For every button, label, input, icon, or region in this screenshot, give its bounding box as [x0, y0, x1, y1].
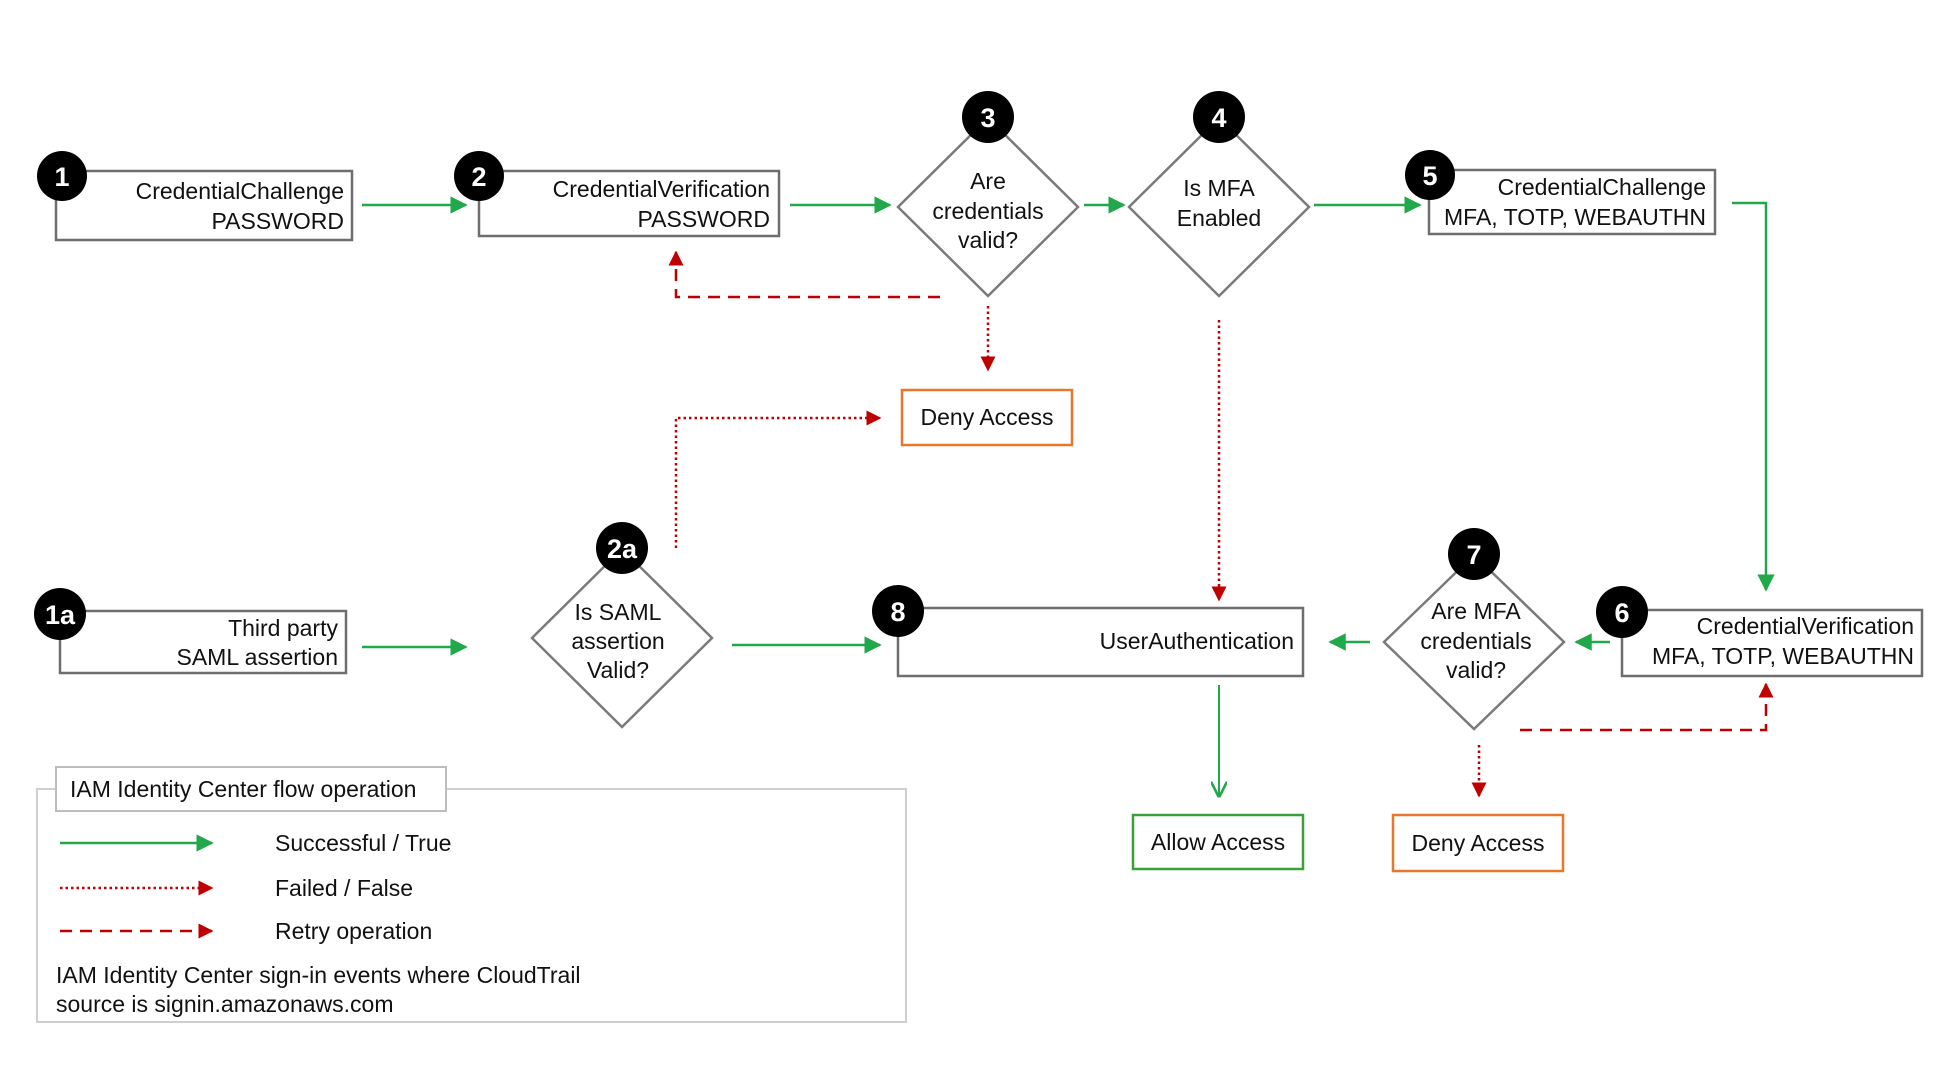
deny-bottom-label: Deny Access	[1412, 830, 1545, 856]
retry-3-to-2	[668, 250, 940, 299]
node-7-badge: 7	[1466, 540, 1481, 570]
node-6-badge: 6	[1614, 598, 1629, 628]
node-1-line1: CredentialChallenge	[136, 178, 344, 204]
step-badge	[962, 91, 1014, 143]
legend-note-line2: source is signin.amazonaws.com	[56, 991, 393, 1017]
node-8-line1: UserAuthentication	[1100, 628, 1294, 654]
retry-7-to-6	[1520, 682, 1774, 732]
node-1-line2: PASSWORD	[212, 208, 344, 234]
node-7-line1: Are MFA	[1431, 598, 1521, 624]
node-5-line1: CredentialChallenge	[1498, 174, 1706, 200]
node-4-line2: Enabled	[1177, 205, 1261, 231]
legend: IAM Identity Center flow operation Succe…	[36, 766, 907, 1023]
node-6-line2: MFA, TOTP, WEBAUTHN	[1652, 643, 1914, 669]
node-7-line2: credentials	[1420, 628, 1531, 654]
fail-2a-to-deny	[674, 410, 882, 548]
node-1a-badge: 1a	[45, 600, 76, 630]
connectors	[362, 196, 1775, 796]
allow-label: Allow Access	[1151, 829, 1285, 855]
node-2a-badge: 2a	[607, 534, 638, 564]
node-2a-line3: Valid?	[587, 657, 649, 683]
deny-access-top: Deny Access	[900, 388, 1074, 447]
step-badge	[1448, 528, 1500, 580]
node-2a-line1: Is SAML	[575, 599, 662, 625]
node-4-badge: 4	[1211, 103, 1226, 133]
node-3-line3: valid?	[958, 227, 1018, 253]
node-8-badge: 8	[890, 597, 905, 627]
legend-item-success: Successful / True	[275, 830, 451, 856]
step-badge	[596, 522, 648, 574]
node-1-badge: 1	[54, 162, 69, 192]
node-third-party-saml: Third party SAML assertion 1a	[34, 588, 348, 675]
node-1a-line2: SAML assertion	[177, 644, 339, 670]
node-3-line2: credentials	[932, 198, 1043, 224]
node-3-badge: 3	[980, 103, 995, 133]
step-badge	[37, 151, 87, 201]
node-5-badge: 5	[1422, 161, 1437, 191]
step-badge	[34, 588, 86, 640]
node-7-line3: valid?	[1446, 657, 1506, 683]
node-2a-line2: assertion	[571, 628, 664, 654]
legend-title: IAM Identity Center flow operation	[70, 776, 416, 802]
step-badge	[454, 151, 504, 201]
legend-title-box	[55, 766, 447, 812]
node-5-line2: MFA, TOTP, WEBAUTHN	[1444, 204, 1706, 230]
node-2-line2: PASSWORD	[638, 206, 770, 232]
node-credential-challenge-password: CredentialChallenge PASSWORD 1	[37, 151, 354, 242]
node-4-line1: Is MFA	[1183, 175, 1255, 201]
arrow-5-to-6	[1732, 201, 1775, 592]
node-2-badge: 2	[471, 162, 486, 192]
node-1a-line1: Third party	[228, 615, 338, 641]
node-user-authentication: UserAuthentication 8	[872, 585, 1305, 678]
decision-credentials-valid: Are credentials valid? 3	[896, 91, 1080, 298]
legend-note-line1: IAM Identity Center sign-in events where…	[56, 962, 581, 988]
deny-top-label: Deny Access	[921, 404, 1054, 430]
node-credential-verification-mfa: CredentialVerification MFA, TOTP, WEBAUT…	[1596, 586, 1924, 678]
step-badge	[872, 585, 924, 637]
node-credential-verification-password: CredentialVerification PASSWORD 2	[454, 151, 781, 238]
node-credential-challenge-mfa: CredentialChallenge MFA, TOTP, WEBAUTHN …	[1405, 150, 1717, 236]
decision-mfa-credentials-valid: Are MFA credentials valid? 7	[1382, 528, 1566, 731]
legend-item-failed: Failed / False	[275, 875, 413, 901]
step-badge	[1193, 91, 1245, 143]
step-badge	[1405, 150, 1455, 200]
node-2-line1: CredentialVerification	[553, 176, 770, 202]
legend-item-retry: Retry operation	[275, 918, 432, 944]
deny-access-bottom: Deny Access	[1391, 813, 1565, 873]
decision-saml-valid: Is SAML assertion Valid? 2a	[530, 522, 714, 729]
step-badge	[1596, 586, 1648, 638]
allow-access: Allow Access	[1131, 813, 1305, 871]
decision-mfa-enabled: Is MFA Enabled 4	[1127, 91, 1311, 298]
node-3-line1: Are	[970, 168, 1006, 194]
node-6-line1: CredentialVerification	[1697, 613, 1914, 639]
